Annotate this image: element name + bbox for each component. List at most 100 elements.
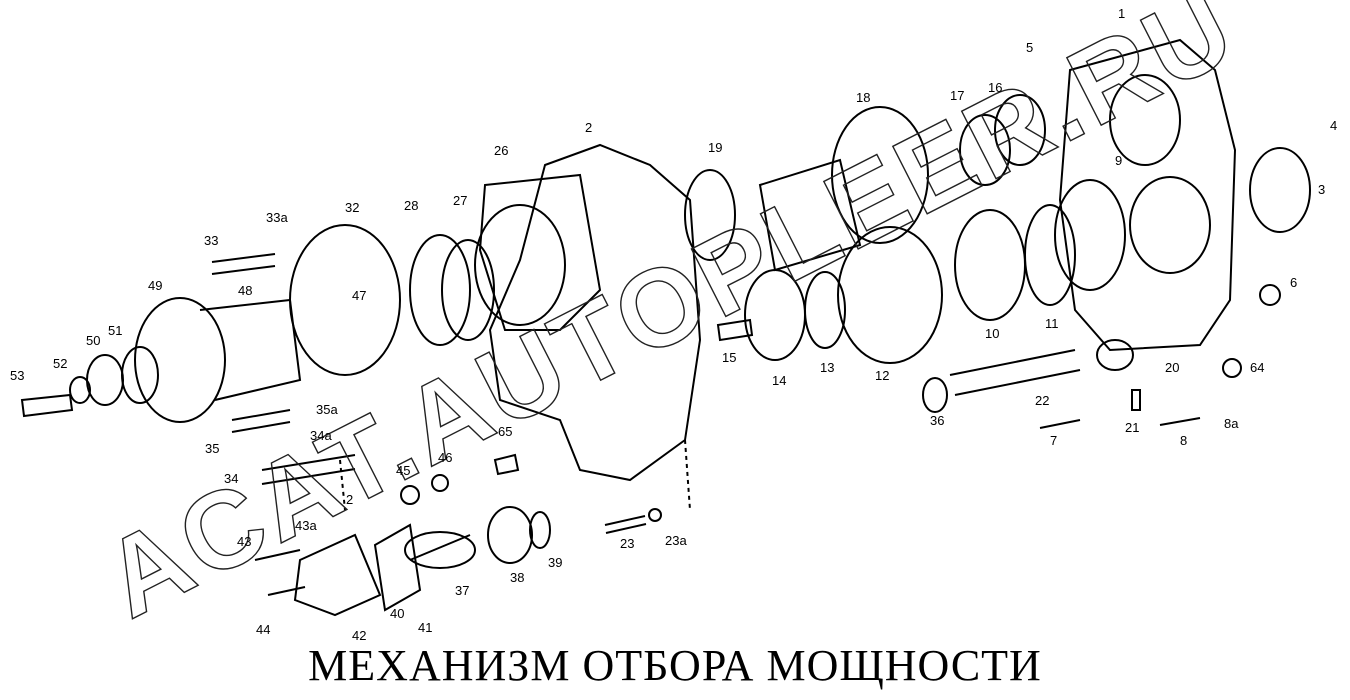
gasket-26 [478,173,602,331]
part-label-35a-34: 35a [316,402,338,417]
ring-28 [409,234,471,346]
spring-37 [409,534,471,561]
gear-12 [837,226,943,364]
part-label-6-5: 6 [1290,275,1297,290]
bolt-53 [20,393,74,418]
seal-3 [1249,147,1311,233]
plug-64 [1222,358,1242,378]
housing-1-bore-top [1109,74,1181,166]
part-label-46-46: 46 [438,450,452,465]
part-label-34a-32: 34a [310,428,332,443]
part-label-16-16: 16 [988,80,1002,95]
part-label-38-37: 38 [510,570,524,585]
boss-20 [1096,339,1134,371]
part-label-36-35: 36 [930,413,944,428]
part-label-13-13: 13 [820,360,834,375]
part-label-15-15: 15 [722,350,736,365]
part-label-3-2: 3 [1318,182,1325,197]
screw-21 [1131,389,1141,411]
gear-18 [831,106,929,244]
part-label-1-0: 1 [1118,6,1125,21]
part-label-2-56: 2 [346,492,353,507]
part-label-8-7: 8 [1180,433,1187,448]
plug-6 [1259,284,1281,306]
part-label-18-18: 18 [856,90,870,105]
part-label-47-47: 47 [352,288,366,303]
ring-51 [121,346,159,404]
body-42 [293,533,382,617]
gear-9 [1054,179,1126,291]
bolt-34 [261,454,356,485]
screw-15 [716,318,754,342]
bearing-17 [959,114,1011,186]
part-label-2-1: 2 [585,120,592,135]
bearing-16 [994,94,1046,166]
screw-7 [1039,419,1081,429]
ring-27 [441,239,495,341]
part-label-52-52: 52 [53,356,67,371]
sleeve-38 [487,506,533,564]
part-label-14-14: 14 [772,373,786,388]
housing-1 [1058,38,1237,352]
nut-46 [431,474,449,492]
bearing-19 [684,169,736,261]
part-label-5-4: 5 [1026,40,1033,55]
part-label-23-23: 23 [620,536,634,551]
part-label-22-22: 22 [1035,393,1049,408]
part-label-10-10: 10 [985,326,999,341]
part-label-35-33: 35 [205,441,219,456]
part-label-45-45: 45 [396,463,410,478]
plug-65 [493,453,520,476]
part-label-7-6: 7 [1050,433,1057,448]
part-label-9-9: 9 [1115,153,1122,168]
washer-50 [86,354,124,406]
housing-1-bore-bottom [1129,176,1211,274]
part-label-11-11: 11 [1045,316,1059,331]
part-label-50-50: 50 [86,333,100,348]
part-label-32-28: 32 [345,200,359,215]
part-label-49-49: 49 [148,278,162,293]
part-label-43-42: 43 [237,534,251,549]
part-label-34-31: 34 [224,471,238,486]
guide-line-center [684,439,691,511]
plate-40 [373,523,422,612]
flange-49 [134,297,226,423]
part-label-28-27: 28 [404,198,418,213]
bolt-8 [1159,417,1201,426]
part-label-33a-30: 33a [266,210,288,225]
part-label-65-55: 65 [498,424,512,439]
nut-52 [69,376,91,404]
gear-10 [954,209,1026,321]
bolt-33 [211,253,276,275]
screw-43 [254,549,301,561]
bolt-35 [231,409,291,433]
part-label-43a-43: 43a [295,518,317,533]
part-label-8a-8: 8a [1224,416,1239,431]
part-label-42-41: 42 [352,628,366,643]
spring-37-coil [404,531,476,569]
housing-2-bore [474,204,566,326]
part-label-17-17: 17 [950,88,964,103]
part-label-48-48: 48 [238,283,252,298]
part-label-41-40: 41 [418,620,432,635]
guide-line-left [339,459,346,511]
flange-32 [289,224,401,376]
washer-23a [648,508,662,522]
part-label-44-44: 44 [256,622,270,637]
part-label-37-36: 37 [455,583,469,598]
sleeve-13 [804,271,846,349]
page-title: МЕХАНИЗМ ОТБОРА МОЩНОСТИ [308,641,1042,690]
part-label-12-12: 12 [875,368,889,383]
part-label-26-25: 26 [494,143,508,158]
washer-45 [400,485,420,505]
part-label-39-38: 39 [548,555,562,570]
part-label-19-19: 19 [708,140,722,155]
shaft-48 [199,298,302,401]
part-label-4-3: 4 [1330,118,1337,133]
bolt-23 [604,515,647,534]
part-label-33-29: 33 [204,233,218,248]
part-label-21-21: 21 [1125,420,1139,435]
